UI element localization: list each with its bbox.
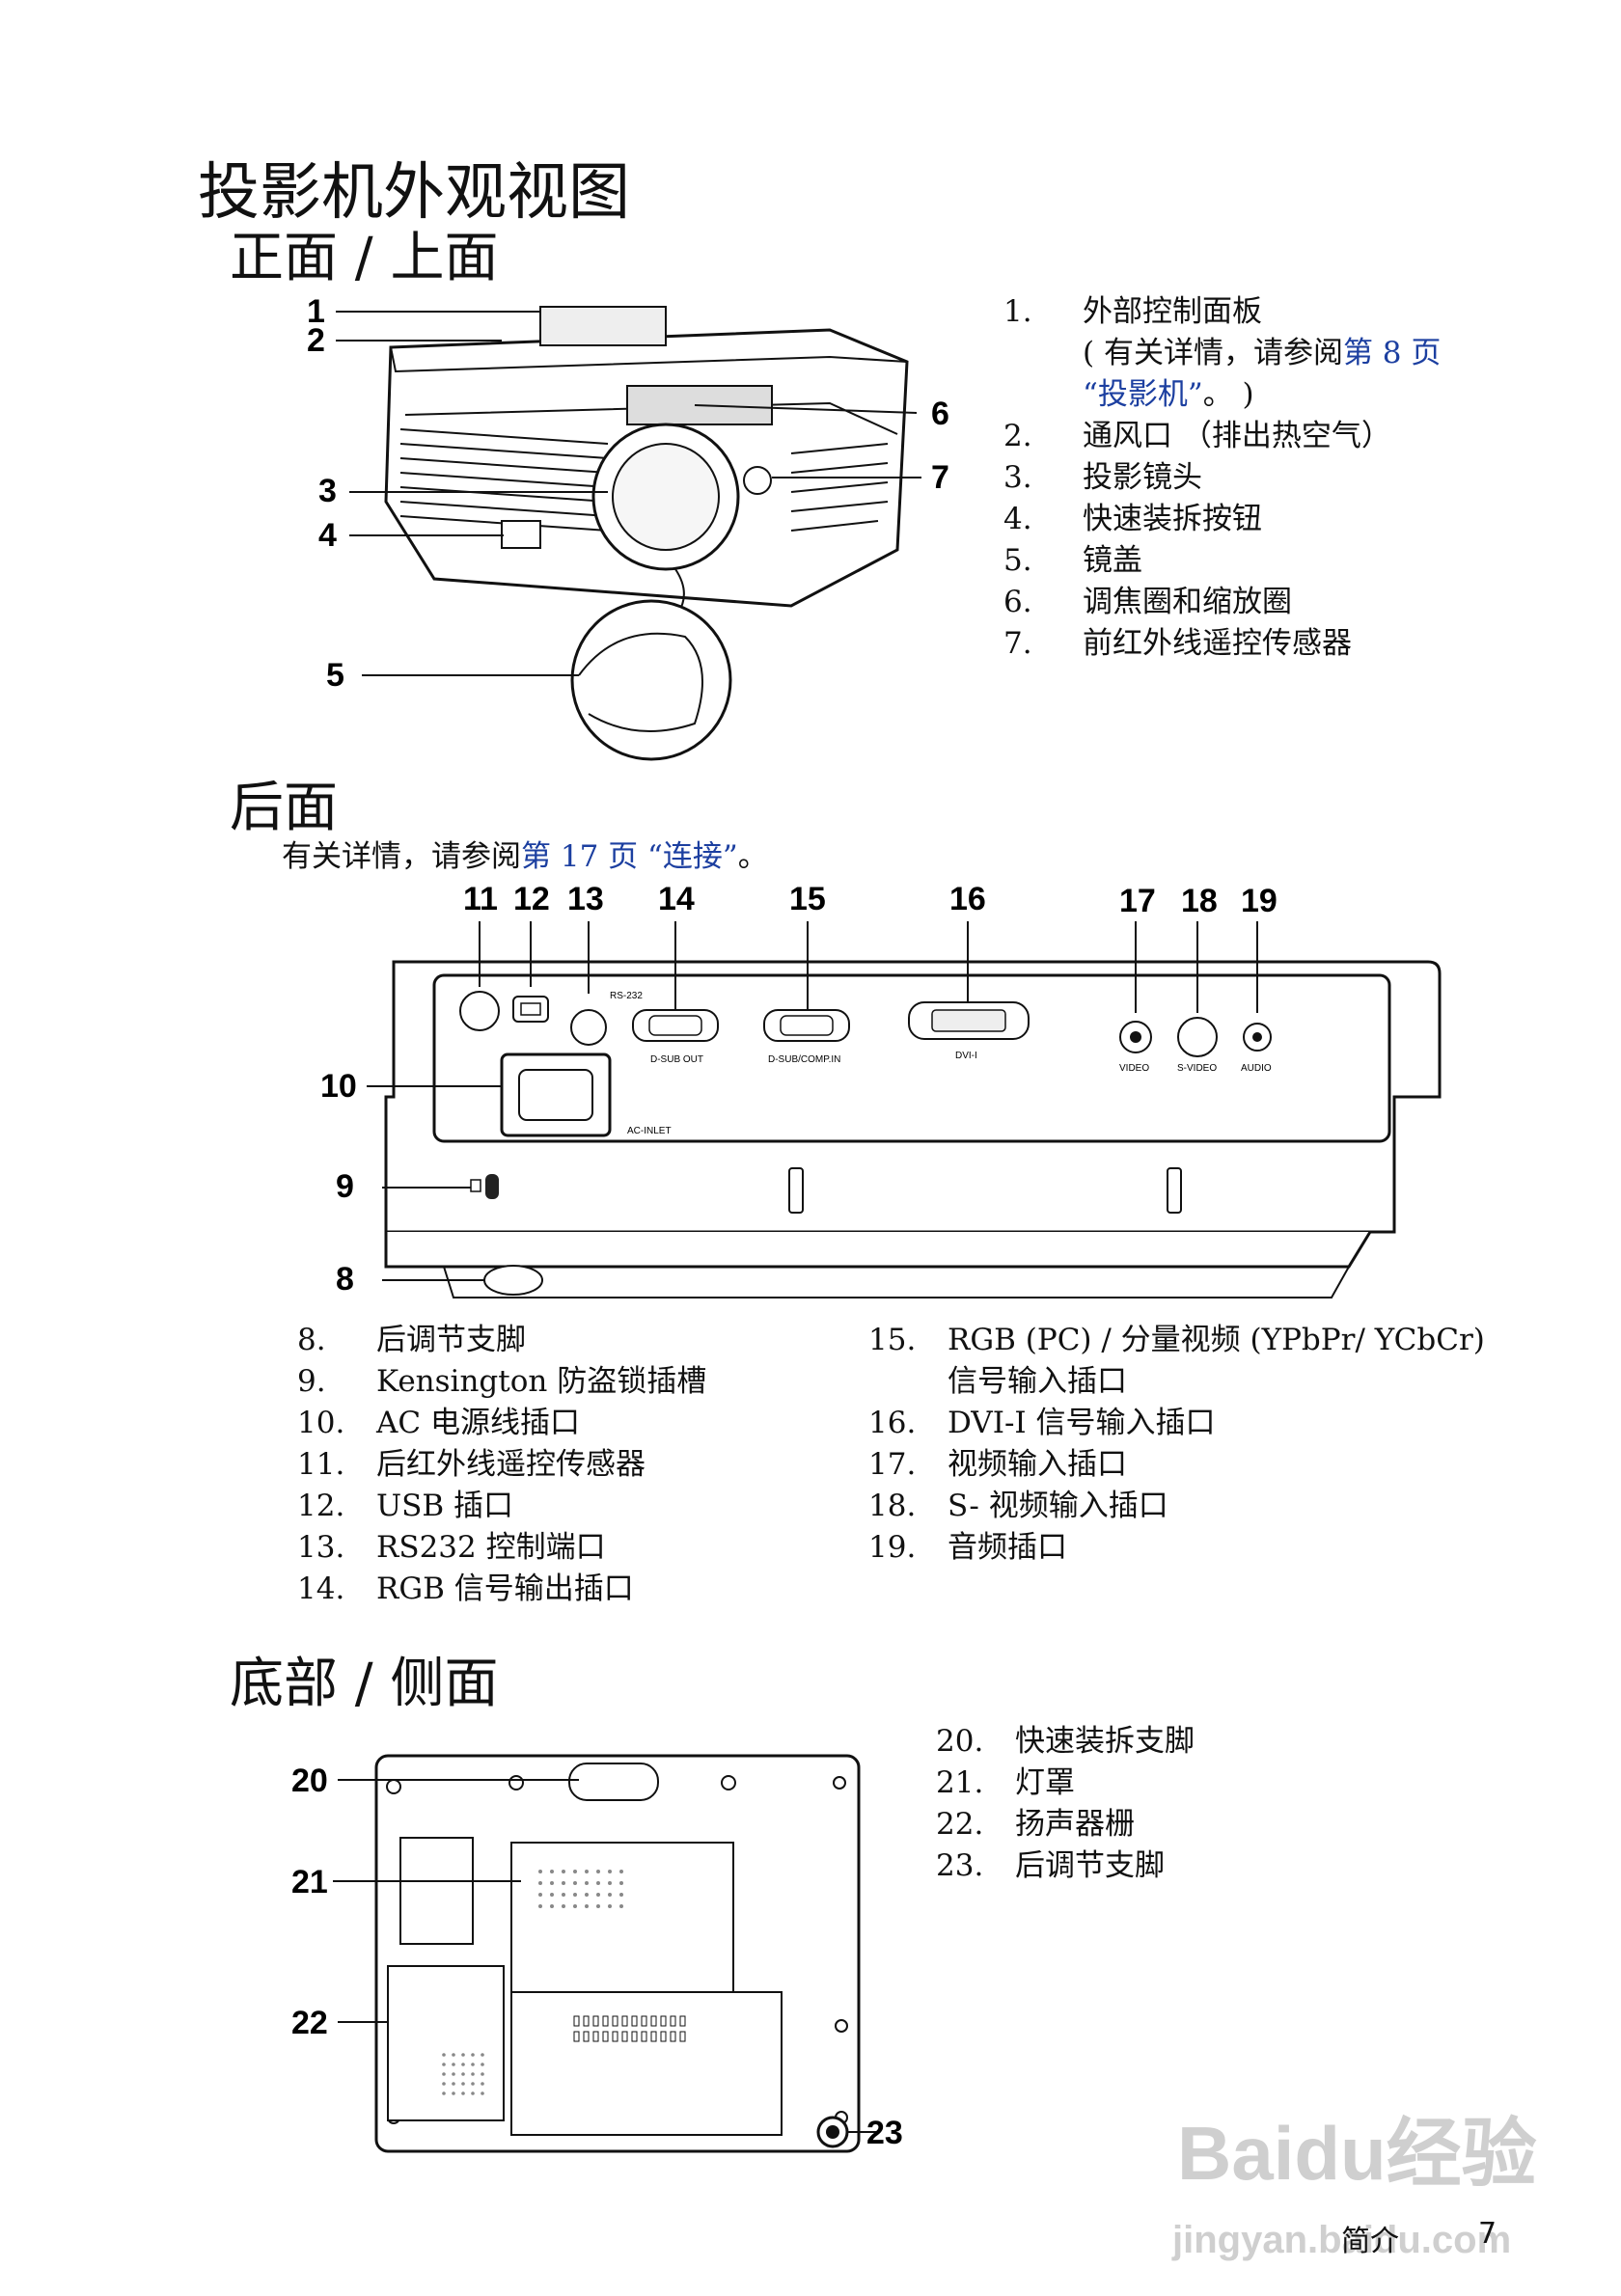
callout-12: 12 — [513, 881, 550, 917]
list-item: 15.RGB (PC) / 分量视频 (YPbPr/ YCbCr) — [868, 1323, 1485, 1357]
rear-foot — [483, 1265, 543, 1296]
front-heading: 正面 / 上面 — [230, 227, 499, 289]
list-item: 18.S- 视频输入插口 — [868, 1489, 1168, 1523]
list-item: “投影机”。 ) — [1083, 377, 1254, 412]
callout-21: 21 — [291, 1864, 328, 1900]
speaker-grille — [387, 1965, 505, 2121]
page-title: 投影机外观视图 — [198, 157, 630, 229]
list-item: 19.音频插口 — [868, 1530, 1067, 1565]
list-item: 6.调焦圈和缩放圈 — [1003, 585, 1292, 619]
callout-8: 8 — [336, 1261, 354, 1298]
list-item: 8.后调节支脚 — [297, 1323, 526, 1357]
callout-14: 14 — [658, 881, 695, 917]
callout-10: 10 — [320, 1068, 357, 1105]
list-item: 14.RGB 信号输出插口 — [297, 1572, 634, 1606]
bottom-item-list: 20.快速装拆支脚 21.灯罩 22.扬声器栅 23.后调节支脚 — [936, 1721, 1195, 1887]
rear-item-list-left: 8.后调节支脚 9.Kensington 防盗锁插槽 10.AC 电源线插口 1… — [297, 1320, 706, 1610]
list-item: 23.后调节支脚 — [936, 1848, 1165, 1883]
list-item: 21.灯罩 — [936, 1765, 1075, 1800]
page-link[interactable]: “投影机” — [1083, 377, 1203, 412]
list-item: 11.后红外线遥控传感器 — [297, 1447, 646, 1482]
dsub-comp-label: D-SUB/COMP.IN — [768, 1054, 840, 1065]
callout-3: 3 — [318, 473, 337, 509]
front-item-list: 1.外部控制面板 ( 有关详情，请参阅第 8 页 “投影机”。 ) 2.通风口 … — [1003, 291, 1441, 665]
page-link[interactable]: 第 17 页 “连接” — [521, 839, 738, 874]
front-diagram: 1 2 3 4 5 6 7 — [307, 293, 949, 761]
quick-release-foot — [568, 1763, 659, 1801]
audio-label: AUDIO — [1241, 1063, 1272, 1074]
dvi-label: DVI-I — [955, 1051, 977, 1061]
list-item: 1.外部控制面板 — [1003, 294, 1262, 329]
watermark-url: jingyan.baidu.com — [1172, 2219, 1512, 2261]
callout-4: 4 — [318, 517, 337, 554]
callout-19: 19 — [1241, 883, 1278, 919]
page-number: 7 — [1478, 2217, 1497, 2251]
watermark-logo: Baidu经验 — [1177, 2111, 1537, 2196]
kensington-slot — [485, 1174, 499, 1199]
list-item: 5.镜盖 — [1003, 543, 1142, 578]
callout-1: 1 — [307, 293, 325, 330]
list-item: 16.DVI-I 信号输入插口 — [868, 1406, 1216, 1440]
page-link[interactable]: 第 8 页 — [1342, 336, 1442, 370]
list-item: 12.USB 插口 — [297, 1489, 513, 1523]
list-item: 2.通风口 （排出热空气） — [1003, 419, 1391, 453]
callout-22: 22 — [291, 2005, 328, 2041]
callout-18: 18 — [1181, 883, 1218, 919]
list-item: 4.快速装拆按钮 — [1003, 502, 1262, 536]
list-item: 17.视频输入插口 — [868, 1447, 1127, 1482]
list-item: 9.Kensington 防盗锁插槽 — [297, 1364, 707, 1399]
callout-13: 13 — [567, 881, 604, 917]
rear-diagram: 11 12 13 14 15 16 17 18 19 10 9 8 RS-232 — [320, 881, 1442, 1298]
list-item: 22.扬声器栅 — [936, 1807, 1135, 1842]
callout-2: 2 — [307, 322, 325, 359]
lock-icon — [470, 1179, 481, 1192]
video-label: VIDEO — [1119, 1063, 1149, 1074]
list-item: 20.快速装拆支脚 — [936, 1724, 1195, 1759]
rear-ir-sensor — [459, 991, 500, 1031]
ac-inlet-label: AC-INLET — [627, 1126, 672, 1136]
callout-6: 6 — [931, 396, 949, 432]
lamp-cover — [510, 1842, 734, 1993]
list-item: 13.RS232 控制端口 — [297, 1530, 606, 1565]
rear-item-list-right: 15.RGB (PC) / 分量视频 (YPbPr/ YCbCr) 信号输入插口… — [868, 1320, 1485, 1569]
callout-9: 9 — [336, 1168, 354, 1205]
list-item: ( 有关详情，请参阅第 8 页 — [1083, 336, 1442, 370]
callout-7: 7 — [931, 459, 949, 496]
list-item: 3.投影镜头 — [1003, 460, 1202, 495]
callout-17: 17 — [1119, 883, 1156, 919]
callout-16: 16 — [949, 881, 986, 917]
front-callouts: 1 2 3 4 5 6 7 — [307, 293, 949, 694]
footer-section: 简介 — [1341, 2225, 1399, 2258]
list-item: 7.前红外线遥控传感器 — [1003, 626, 1352, 661]
svideo-label: S-VIDEO — [1177, 1063, 1217, 1074]
callout-23: 23 — [866, 2115, 903, 2151]
callout-20: 20 — [291, 1763, 328, 1799]
bottom-diagram: 20 21 22 23 — [291, 1754, 903, 2153]
rs232-label: RS-232 — [610, 991, 643, 1001]
callout-5: 5 — [326, 657, 344, 694]
callout-11: 11 — [463, 881, 498, 917]
svideo-port — [1177, 1017, 1218, 1057]
rear-note: 有关详情，请参阅第 17 页 “连接”。 — [282, 839, 768, 874]
list-item: 10.AC 电源线插口 — [297, 1406, 580, 1440]
callout-15: 15 — [789, 881, 826, 917]
control-panel — [539, 306, 667, 346]
list-item: 信号输入插口 — [948, 1364, 1127, 1399]
bottom-heading: 底部 / 侧面 — [230, 1653, 499, 1715]
rs232-port — [570, 1009, 607, 1046]
rear-heading: 后面 — [230, 777, 338, 839]
dsub-out-label: D-SUB OUT — [650, 1054, 703, 1065]
